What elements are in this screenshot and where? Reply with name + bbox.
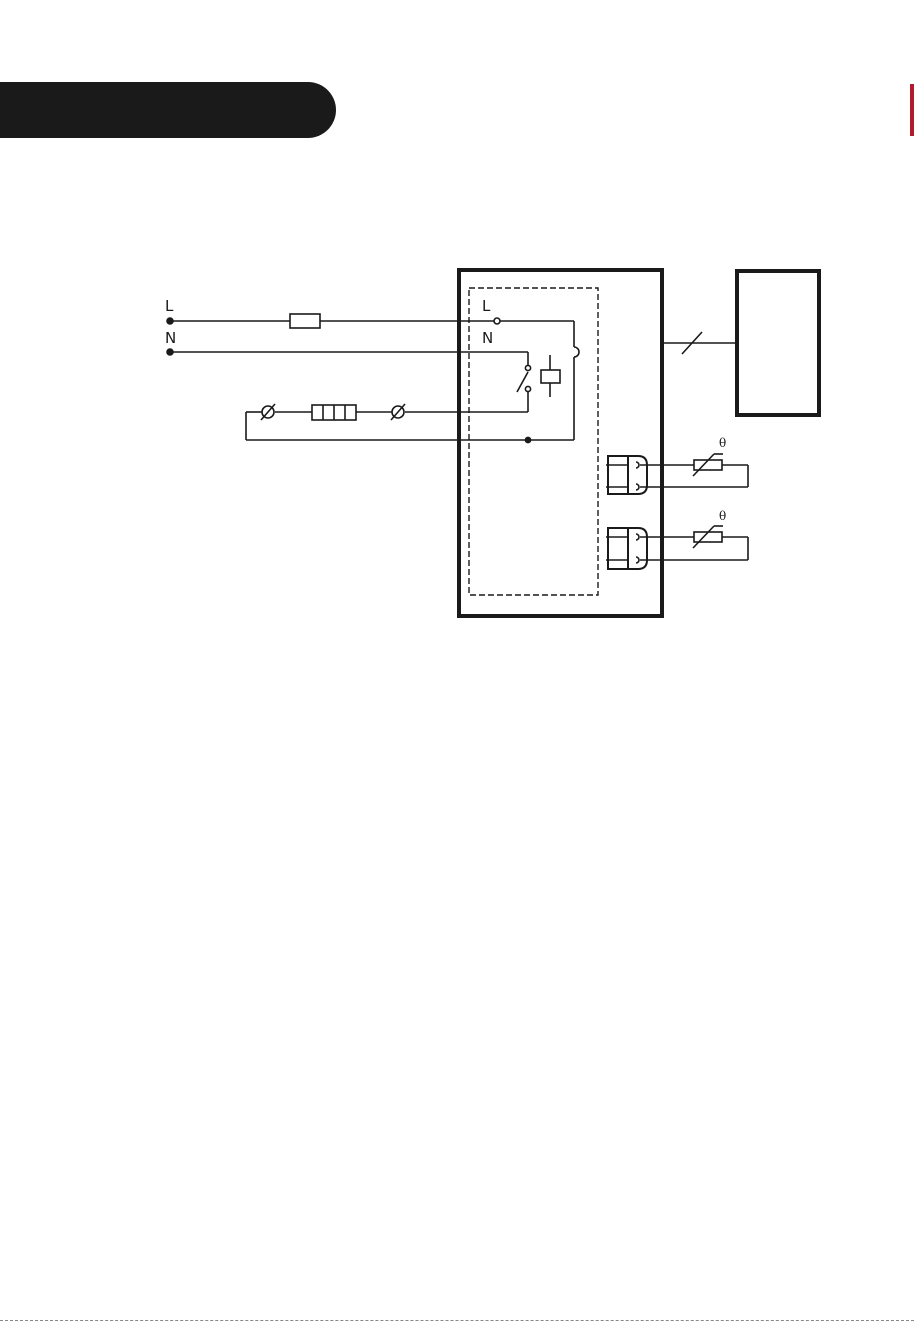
display-panel-icon [737, 271, 819, 415]
page-footer-rule [0, 1320, 914, 1321]
terminal-icon [261, 404, 275, 420]
fuse-icon [290, 314, 320, 328]
supply-line-label: L [165, 297, 174, 315]
thermistor-icon [693, 454, 723, 476]
sensor-1-symbol: θ [719, 436, 726, 450]
relay-coil-icon [541, 355, 560, 397]
controller-neutral-label: N [482, 329, 493, 347]
connector-icon [606, 456, 647, 494]
display-bus-wire [662, 332, 737, 354]
junction-dot-icon [525, 437, 530, 442]
heater-circuit-wire [246, 412, 574, 440]
sensor-2-symbol: θ [719, 509, 726, 523]
heater-element-icon [312, 405, 356, 420]
terminal-icon [391, 404, 405, 420]
thermistor-icon [693, 526, 723, 548]
switch-contact-icon [517, 365, 531, 412]
supply-neutral-terminal-icon [167, 349, 173, 355]
connector-icon [606, 528, 647, 569]
controller-line-input [494, 318, 579, 440]
supply-neutral-label: N [165, 329, 176, 347]
supply-line-terminal-icon [167, 318, 173, 324]
supply-neutral-wire [170, 352, 528, 366]
controller-line-label: L [482, 297, 491, 315]
